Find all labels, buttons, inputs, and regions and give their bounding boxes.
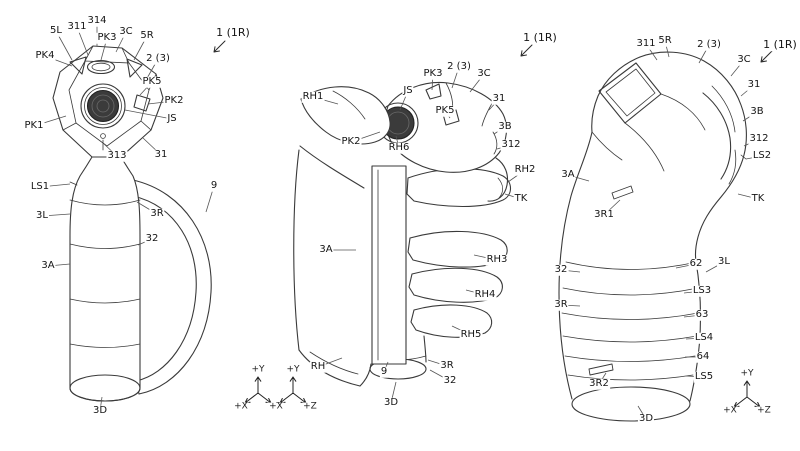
right-triangle-button (126, 58, 143, 78)
ref-label-side-view-LS4: LS4 (693, 331, 715, 344)
ref-label-side-view-LS3: LS3 (691, 284, 713, 297)
ref-label-side-view-3L: 3L (717, 255, 731, 268)
ref-label-front-view-5L: 5L (49, 24, 63, 37)
ref-label-front-view-2 (3): 2 (3) (145, 52, 171, 65)
ref-label-side-view-3R1: 3R1 (593, 208, 615, 221)
front-view-drawing (52, 45, 212, 402)
ref-label-hand-view-RH6: RH6 (387, 141, 411, 154)
figure-number-front-view: 1 (1R) (215, 26, 251, 40)
ref-label-front-view-PK4: PK4 (34, 49, 56, 62)
ref-label-front-view-3C: 3C (118, 25, 134, 38)
ref-label-front-view-3R: 3R (149, 207, 165, 220)
ref-label-front-view-3L: 3L (35, 209, 49, 222)
ref-label-side-view-63: 63 (694, 308, 710, 321)
ref-label-side-view-62: 62 (688, 257, 704, 270)
middle-finger (407, 230, 508, 268)
ref-label-front-view-313: 313 (106, 149, 128, 162)
left-triangle-button (69, 56, 87, 75)
oval-button (86, 59, 116, 75)
axis-label-z-3: +Z (756, 405, 772, 416)
ref-label-hand-view-RH: RH (309, 360, 327, 373)
ref-label-side-view-3R2: 3R2 (588, 377, 610, 390)
axis-label-z-2: +Z (302, 401, 318, 412)
ref-label-front-view-3D: 3D (91, 404, 109, 417)
pk3-button (425, 83, 442, 100)
ref-label-front-view-PK2: PK2 (163, 94, 185, 107)
ref-label-hand-view-PK3: PK3 (422, 67, 444, 80)
ref-label-hand-view-PK5: PK5 (434, 104, 456, 117)
ref-label-side-view-32: 32 (553, 263, 569, 276)
ref-label-hand-view-TK: TK (513, 192, 529, 205)
axis-label-y-1: +Y (250, 364, 266, 375)
axis-label-x-2: +X (268, 401, 284, 412)
ref-label-side-view-LS5: LS5 (693, 370, 715, 383)
ref-label-front-view-LS1: LS1 (29, 180, 51, 193)
ref-label-front-view-JS: JS (166, 112, 178, 125)
ref-label-front-view-PK5: PK5 (141, 75, 163, 88)
ref-label-side-view-TK: TK (750, 192, 766, 205)
figure-pointer-arrows (213, 40, 773, 63)
ref-label-hand-view-3C: 3C (476, 67, 492, 80)
axis-label-y-2: +Y (285, 364, 301, 375)
ref-label-front-view-PK1: PK1 (23, 119, 45, 132)
ref-label-front-view-9: 9 (209, 179, 219, 192)
palm-outline (299, 145, 365, 189)
ref-label-front-view-311: 311 (66, 20, 88, 33)
ref-label-front-view-32: 32 (144, 232, 160, 245)
hand-view-drawing (293, 81, 512, 387)
ref-label-front-view-PK3: PK3 (96, 31, 118, 44)
body-outline-left (558, 56, 641, 400)
pinky-finger (410, 304, 493, 338)
ref-label-hand-view-2 (3): 2 (3) (446, 60, 472, 73)
slot-3r1 (611, 185, 634, 200)
ref-label-hand-view-RH3: RH3 (485, 253, 509, 266)
ref-label-hand-view-3R: 3R (439, 359, 455, 372)
joystick-ring (80, 83, 126, 129)
ref-label-side-view-3B: 3B (749, 105, 765, 118)
ref-label-hand-view-31: 31 (491, 92, 507, 105)
ref-label-front-view-3A: 3A (40, 259, 56, 272)
side-button (133, 94, 151, 112)
ref-label-hand-view-JS: JS (402, 84, 414, 97)
ref-label-hand-view-3D: 3D (382, 396, 400, 409)
ref-label-hand-view-PK2: PK2 (340, 135, 362, 148)
ref-label-hand-view-312: 312 (500, 138, 522, 151)
axis-label-x-3: +X (722, 405, 738, 416)
ref-label-hand-view-3A: 3A (318, 243, 334, 256)
ref-label-side-view-3R: 3R (553, 298, 569, 311)
ref-label-hand-view-RH2: RH2 (513, 163, 537, 176)
ref-label-hand-view-32: 32 (442, 374, 458, 387)
ref-label-hand-view-RH1: RH1 (301, 90, 325, 103)
figure-number-hand-view: 1 (1R) (522, 31, 558, 45)
ref-label-front-view-5R: 5R (139, 29, 155, 42)
axis-label-x-1: +X (233, 401, 249, 412)
trigger (487, 157, 509, 202)
ref-label-side-view-5R: 5R (657, 34, 673, 47)
ref-label-side-view-LS2: LS2 (751, 149, 773, 162)
ref-label-side-view-3C: 3C (736, 53, 752, 66)
ref-label-hand-view-RH4: RH4 (473, 288, 497, 301)
ref-label-side-view-312: 312 (748, 132, 770, 145)
ref-label-side-view-64: 64 (695, 350, 711, 363)
figure-number-side-view: 1 (1R) (762, 38, 798, 52)
axis-label-y-3: +Y (739, 368, 755, 379)
trigger-area (702, 92, 732, 180)
ref-label-front-view-31: 31 (153, 148, 169, 161)
slot-3r2 (588, 363, 614, 376)
leader-line-JS (124, 109, 173, 120)
ref-label-hand-view-9: 9 (379, 365, 389, 378)
ref-label-front-view-314: 314 (86, 14, 108, 27)
ref-label-hand-view-3B: 3B (497, 120, 513, 133)
ref-label-side-view-31: 31 (746, 78, 762, 91)
ref-label-side-view-311: 311 (635, 37, 657, 50)
ref-label-side-view-2 (3): 2 (3) (696, 38, 722, 51)
ref-label-hand-view-RH5: RH5 (459, 328, 483, 341)
ref-label-side-view-3A: 3A (560, 168, 576, 181)
ref-label-side-view-3D: 3D (637, 412, 655, 425)
